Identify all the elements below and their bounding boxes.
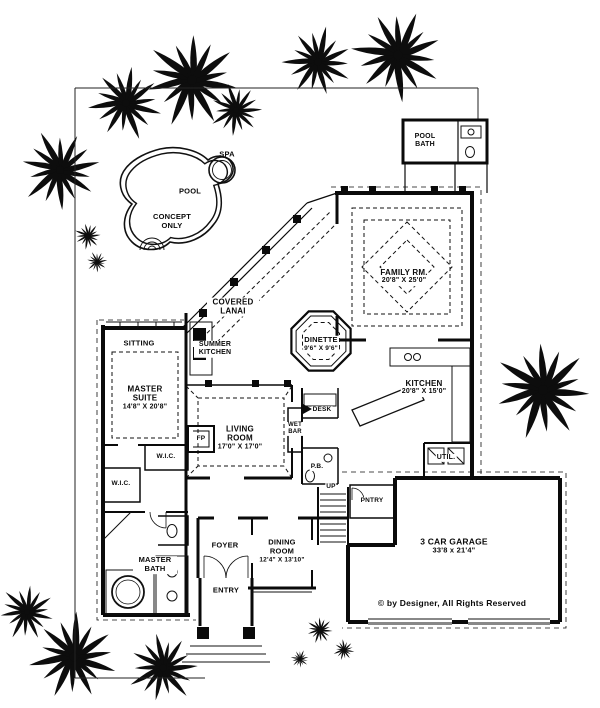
label-dinette: DINETTE 9'6" X 9'6" [303, 334, 339, 353]
label-concept-only: CONCEPT ONLY [152, 212, 192, 230]
pool-steps [139, 237, 165, 251]
label-utility: UTIL. [435, 453, 457, 463]
door-swings [149, 487, 365, 579]
interior-walls [102, 120, 488, 588]
label-powder-bath: P.B. [309, 463, 325, 471]
label-garage: 3 CAR GARAGE 33'8 x 21'4" [419, 536, 489, 556]
label-wic-2: W.I.C. [110, 480, 132, 488]
summer-kitchen-grill [193, 328, 206, 341]
living-room-tray-ceiling [185, 385, 293, 479]
desk-counter [303, 393, 337, 407]
label-summer-kitchen: SUMMER KITCHEN [194, 340, 236, 358]
roof-overhang-dashes [96, 186, 567, 629]
label-covered-lanai: COVERED LANAI [207, 297, 259, 317]
label-dining-room: DINING ROOM 12'4" X 13'10" [258, 537, 306, 564]
pool-shape [119, 146, 236, 251]
label-living-room: LIVING ROOM 17'0" X 17'0" [216, 424, 264, 452]
label-spa: SPA [219, 149, 235, 159]
stair-treads [320, 493, 346, 543]
copyright-notice: © by Designer, All Rights Reserved [376, 597, 528, 609]
tub [111, 575, 145, 609]
pb-toilet [305, 469, 315, 483]
label-foyer: FOYER [210, 540, 240, 551]
label-fireplace: FP [195, 435, 207, 443]
label-wet-bar: WET BAR [285, 421, 305, 437]
label-desk: DESK [311, 406, 333, 414]
dinette-walls [290, 310, 352, 372]
ceiling-detail-dashes [111, 207, 463, 479]
label-master-bath: MASTER BATH [133, 555, 177, 574]
label-pool-bath: POOL BATH [414, 132, 436, 148]
label-sitting: SITTING [122, 338, 156, 349]
sitting-bay-windows [106, 321, 182, 328]
label-entry: ENTRY [211, 585, 241, 596]
label-pool: POOL [178, 186, 202, 196]
spa-shape [208, 156, 236, 184]
entry-column [197, 627, 209, 639]
exterior-walls [101, 118, 562, 626]
label-stairs-up: UP [325, 483, 337, 491]
utility-appliances [427, 447, 465, 465]
fixtures-and-casework [102, 125, 550, 663]
family-room-tray-ceiling [351, 207, 463, 327]
summer-kitchen-counter [189, 321, 213, 376]
lanai-roof-lines [196, 211, 339, 353]
entry-column [243, 627, 255, 639]
kitchen-counters [389, 347, 471, 443]
columns [193, 186, 466, 639]
kitchen-island [351, 383, 425, 427]
pb-sink [323, 453, 333, 463]
property-boundary-lines [74, 87, 479, 679]
entry-steps [182, 645, 270, 663]
master-suite-tray-ceiling [111, 351, 179, 439]
desk-arrow-icon [303, 404, 312, 414]
label-wic-1: W.I.C. [155, 453, 177, 461]
label-family-room: FAMILY RM. 20'8" X 25'0" [379, 268, 429, 286]
pool-bath-fixtures [460, 125, 482, 139]
label-master-suite: MASTER SUITE 14'8" X 20'8" [121, 384, 169, 412]
label-pantry: PNTRY [359, 497, 385, 505]
label-kitchen: KITCHEN 20'8" X 15'0" [400, 379, 448, 397]
toilet [166, 524, 178, 538]
wall-openings [368, 617, 550, 624]
